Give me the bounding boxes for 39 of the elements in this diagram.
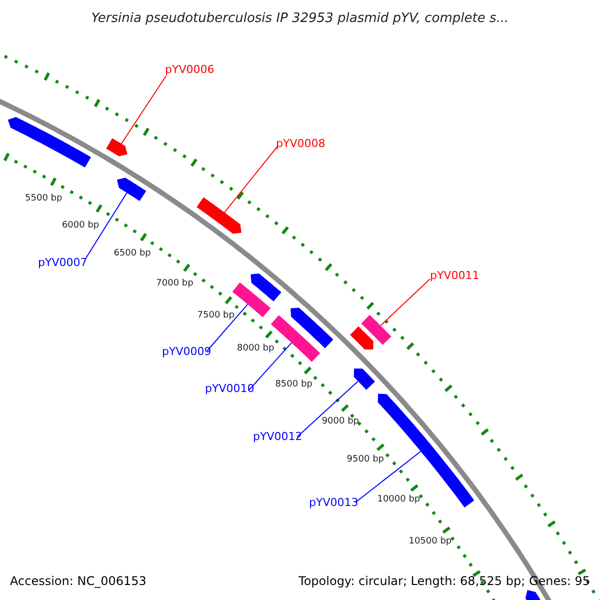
summary-text: Topology: circular; Length: 68,525 bp; Genes: 95: [298, 575, 590, 587]
gene-label: pYV0007: [38, 257, 88, 268]
tick-label: 9000 bp: [322, 417, 360, 426]
tick-label: 7500 bp: [197, 311, 234, 320]
leader-line: [120, 76, 166, 144]
tick-label: 10500 bp: [408, 537, 452, 546]
gene-block: [117, 178, 146, 201]
gene-block: [354, 368, 375, 390]
tick-label: 8000 bp: [237, 344, 274, 354]
gene-label: pYV0010: [205, 383, 254, 394]
tick-label: 8500 bp: [275, 380, 312, 390]
gene-label: pYV0011: [430, 270, 480, 281]
leader-line: [206, 304, 248, 352]
tick-label: 6500 bp: [114, 249, 151, 258]
gene-block: [350, 326, 374, 350]
gene-block: [232, 282, 271, 318]
leader-line: [224, 146, 278, 213]
gene-label: pYV0013: [309, 497, 358, 508]
gene-block: [361, 314, 392, 345]
gene-label: pYV0006: [165, 64, 214, 75]
accession-text: Accession: NC_006153: [10, 575, 146, 587]
tick-label: 5500 bp: [25, 194, 62, 204]
gene-block: [106, 138, 128, 156]
gene-label: pYV0009: [162, 346, 212, 357]
tick-label: 9500 bp: [346, 456, 384, 465]
gene-block: [290, 308, 334, 348]
gene-block: [250, 274, 282, 302]
leader-line: [380, 278, 430, 326]
tick-label: 6000 bp: [62, 221, 100, 230]
tick-label: 10000 bp: [377, 496, 420, 505]
gene-label: pYV0008: [276, 138, 326, 149]
gene-label: pYV0012: [253, 431, 302, 442]
gene-block: [196, 197, 242, 234]
leader-line: [356, 450, 422, 502]
gene-block: [8, 117, 91, 168]
leader-line: [296, 380, 359, 438]
tick-label: 7000 bp: [156, 279, 194, 288]
leader-line: [86, 192, 128, 258]
title: Yersinia pseudotuberculosis IP 32953 plasmid pYV, complete s...: [90, 12, 510, 25]
